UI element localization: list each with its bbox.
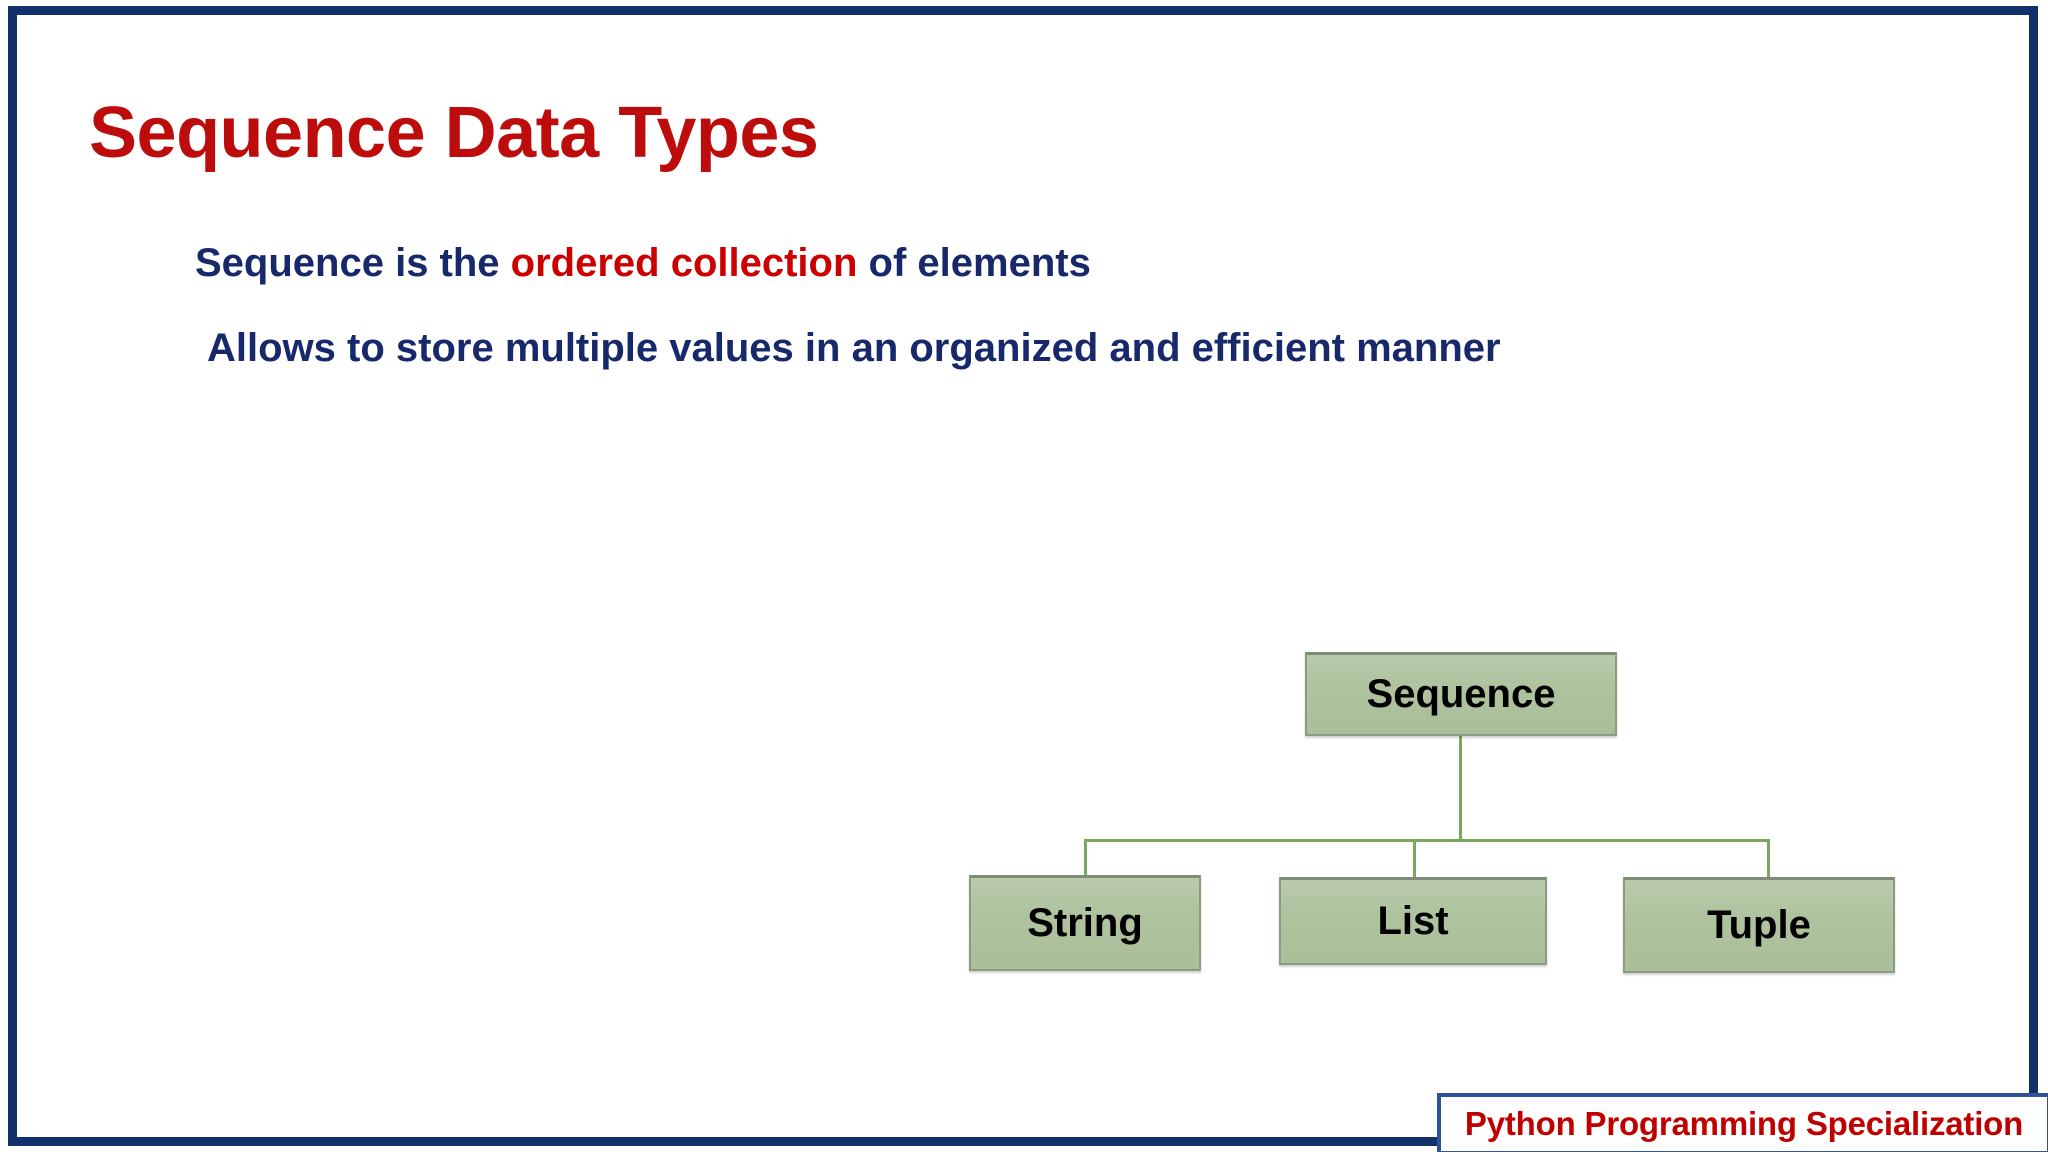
body-line-1-prefix: Sequence is the <box>195 241 511 285</box>
body-line-1-suffix: of elements <box>857 241 1091 285</box>
tree-node-tuple[interactable]: Tuple <box>1623 877 1895 973</box>
connector-drop-list <box>1413 839 1416 879</box>
tree-node-string[interactable]: String <box>969 875 1201 971</box>
body-line-1: Sequence is the ordered collection of el… <box>195 243 1091 283</box>
body-line-1-highlight: ordered collection <box>510 241 858 285</box>
sequence-type-tree-diagram: Sequence String List Tuple <box>17 15 2048 1152</box>
connector-root-stem <box>1459 736 1462 842</box>
page-title: Sequence Data Types <box>89 93 819 174</box>
connector-drop-tuple <box>1767 839 1770 879</box>
tree-node-list[interactable]: List <box>1279 877 1547 965</box>
tree-node-sequence[interactable]: Sequence <box>1305 652 1617 736</box>
footer-badge-label: Python Programming Specialization <box>1464 1105 2024 1142</box>
connector-horizontal-bar <box>1084 839 1770 842</box>
footer-badge: Python Programming Specialization <box>1437 1093 2048 1152</box>
slide-border-frame: Sequence Data Types Sequence is the orde… <box>8 6 2048 1152</box>
body-line-2: Allows to store multiple values in an or… <box>207 326 1501 370</box>
connector-drop-string <box>1084 839 1087 877</box>
